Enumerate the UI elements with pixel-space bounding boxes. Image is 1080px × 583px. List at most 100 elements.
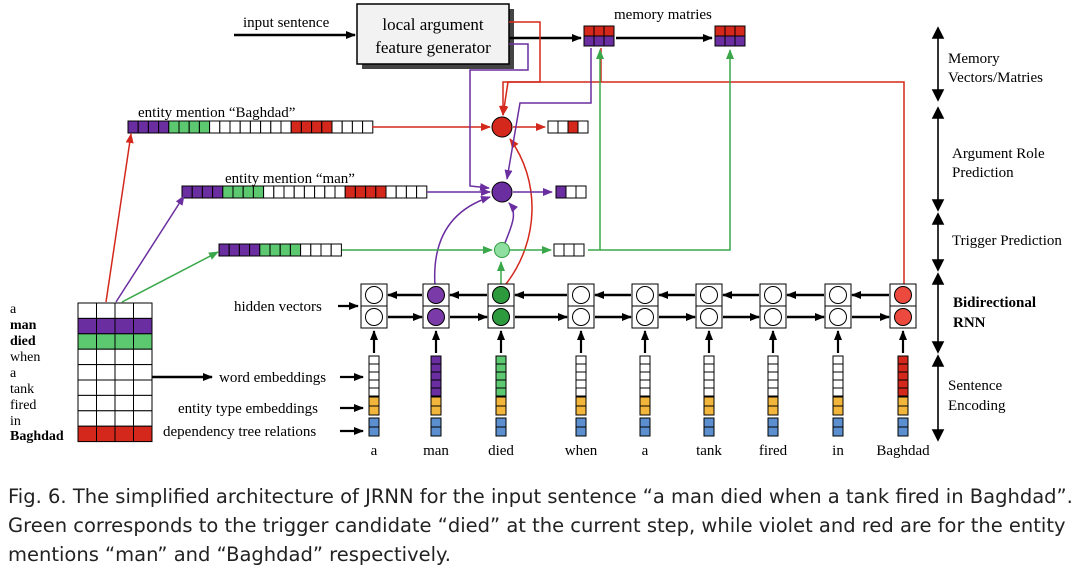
vector-cell — [219, 120, 231, 134]
sentence-word: tank — [696, 443, 722, 459]
matrix-cell — [77, 410, 97, 427]
word-embedding-cell — [495, 371, 507, 381]
dependency-cell — [897, 417, 909, 428]
memory-matrix-1 — [583, 25, 615, 47]
argument-node-baghdad — [491, 116, 513, 138]
matrix-cell — [77, 348, 97, 366]
entity-type-cell — [832, 396, 844, 407]
word-embedding-cell — [639, 379, 651, 389]
hidden-node-forward — [427, 308, 445, 326]
sentence-word: man — [423, 443, 449, 459]
green-node-to-memory1-line — [588, 49, 604, 251]
word-embeddings-label: word embeddings — [219, 370, 326, 386]
violet-man-hidden-to-node-line — [433, 195, 491, 287]
vector-cell — [575, 185, 587, 199]
word-embedding-cell — [430, 379, 442, 389]
vector-cell — [320, 243, 332, 257]
vector-cell — [198, 120, 211, 134]
mention-baghdad-label: entity mention “Baghdad” — [138, 105, 295, 121]
vector-cell — [573, 243, 585, 257]
entity-type-cell — [639, 405, 651, 416]
matrix-cell — [96, 302, 116, 319]
word-embedding-cell — [368, 363, 380, 373]
hidden-node-backward — [572, 286, 590, 304]
vector-cell — [238, 243, 251, 257]
word-embedding-cell — [575, 387, 587, 397]
hidden-node-forward — [829, 308, 847, 326]
dependency-cell — [703, 426, 715, 437]
vector-cell — [178, 120, 190, 134]
word-embedding-cell — [832, 355, 844, 365]
sentence-word: a — [642, 443, 649, 459]
vector-cell — [300, 243, 312, 257]
generator-line1: local argument — [382, 15, 483, 34]
entity-type-cell — [703, 396, 715, 407]
section-sentence-line1: Sentence — [948, 378, 1002, 394]
vector-cell — [303, 185, 316, 199]
vector-cell — [354, 185, 367, 199]
hidden-node-backward — [894, 286, 912, 304]
mention-baghdad-vector — [127, 120, 374, 134]
section-memory-line1: Memory — [948, 51, 1000, 67]
vector-cell — [209, 120, 221, 134]
word-embedding-cell — [832, 379, 844, 389]
section-sentence-line2: Encoding — [948, 398, 1006, 414]
word-embedding-cell — [703, 379, 715, 389]
matrix-cell — [77, 333, 97, 350]
word-embedding-cell — [767, 355, 779, 365]
vector-cell — [249, 243, 261, 257]
matrix-cell — [96, 348, 116, 366]
svg-text:a: a — [10, 366, 17, 381]
word-embedding-cell — [767, 387, 779, 397]
vector-cell — [229, 120, 241, 134]
vector-cell — [395, 185, 407, 199]
entity-type-cell — [575, 405, 587, 416]
entity-type-cell — [639, 396, 651, 407]
vector-cell — [239, 120, 251, 134]
entity-type-embeddings-label: entity type embeddings — [178, 401, 318, 417]
matrix-cell — [133, 394, 153, 412]
argument-output-man — [555, 185, 587, 199]
sentence-word: fired — [759, 443, 788, 459]
hidden-node-forward — [764, 308, 782, 326]
trigger-output-vector — [553, 243, 585, 257]
dependency-cell — [368, 426, 380, 437]
vector-cell — [331, 120, 343, 134]
word-embedding-cell — [575, 379, 587, 389]
argument-output-baghdad — [547, 120, 589, 134]
hidden-node-forward — [636, 308, 654, 326]
figure-label: Fig. 6. — [8, 485, 67, 508]
word-embedding-cell — [639, 387, 651, 397]
argument-node-man — [491, 181, 513, 203]
vector-cell — [201, 185, 214, 199]
vector-cell — [577, 120, 589, 134]
feature-generator-box — [356, 3, 510, 65]
vector-cell — [191, 185, 203, 199]
word-embedding-cell — [430, 387, 442, 397]
word-embedding-cell — [767, 371, 779, 381]
entity-type-cell — [767, 405, 779, 416]
svg-text:fired: fired — [10, 398, 36, 413]
vector-cell — [330, 243, 342, 257]
violet-generator-to-node-line — [469, 43, 529, 192]
matrix-cell — [133, 379, 153, 396]
matrix-cell — [77, 394, 97, 412]
entity-type-cell — [897, 405, 909, 416]
matrix-cell — [114, 317, 134, 335]
vector-cell — [385, 185, 397, 199]
vector-cell — [344, 185, 356, 199]
vector-cell — [341, 120, 353, 134]
vector-cell — [127, 120, 139, 134]
word-embedding-cell — [703, 371, 715, 381]
vector-cell — [168, 120, 180, 134]
word-embedding-cell — [430, 363, 442, 373]
word-embedding-cell — [703, 363, 715, 373]
vector-cell — [270, 120, 282, 134]
green-matrix-to-trigger-line — [121, 251, 219, 303]
memory-matrix-2 — [714, 25, 746, 47]
dependency-cell — [832, 426, 844, 437]
word-embedding-cell — [368, 355, 380, 365]
entity-type-cell — [897, 396, 909, 407]
matrix-cell — [133, 317, 153, 335]
matrix-cell — [96, 333, 116, 350]
